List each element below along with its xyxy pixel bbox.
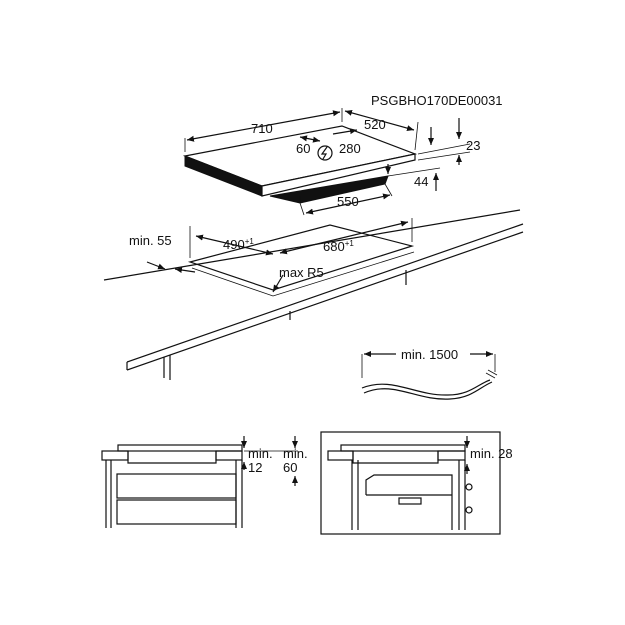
dim-55-arrow-right: [174, 267, 196, 274]
left-hob-body: [127, 451, 217, 464]
right-hob-body: [352, 451, 439, 464]
dim-60-line: [299, 135, 321, 143]
dim-55-label: min. 55: [129, 233, 172, 248]
cable-ends: [485, 369, 498, 379]
left-drawer-1: [116, 473, 237, 499]
right-hob-plate: [340, 444, 466, 452]
dim-550-line: [305, 193, 391, 215]
left-drawer-2: [116, 499, 237, 525]
hob-front-edge-right: [261, 153, 416, 197]
dim-280-label: 280: [339, 141, 361, 156]
worktop-front-edge-bottom: [126, 231, 524, 371]
left-worktop-right: [215, 450, 243, 461]
worktop-drawing: 490+1 680+1 min. 55 max R5: [103, 209, 524, 380]
dim-550-ext-left: [299, 202, 305, 216]
cable-wire-1: [361, 379, 491, 396]
dim-550-label: 550: [337, 194, 359, 209]
worktop-front-edge-top: [126, 223, 524, 363]
left-min-label-a: min.: [248, 446, 273, 461]
dim-490-tol: +1: [245, 237, 255, 246]
left-hob-plate: [117, 444, 243, 452]
dim-23-ext-top: [417, 143, 471, 155]
left-min-label-b: min.: [283, 446, 308, 461]
right-screw-1: [465, 483, 473, 491]
dim-44-label: 44: [414, 174, 428, 189]
dim-680-line: [279, 220, 409, 255]
dim-23-label: 23: [466, 138, 480, 153]
dim-680-tol: +1: [345, 239, 355, 248]
right-frame: [320, 431, 501, 535]
section-right: min. 28: [320, 431, 513, 535]
right-screw-2: [465, 506, 473, 514]
cutout-inner-edge: [191, 251, 415, 297]
cutout-outline: [187, 224, 415, 291]
dim-550-ext-right: [384, 183, 393, 197]
right-min-label: min. 28: [470, 446, 513, 461]
dim-490-line: [195, 234, 274, 256]
dim-520-line: [344, 109, 415, 132]
dim-520-label: 520: [364, 117, 386, 132]
cable-drawing: min. 1500: [361, 347, 498, 400]
dim-44-ext: [387, 167, 441, 177]
dim-490-label: 490+1: [223, 237, 254, 252]
radius-leader: [272, 274, 284, 293]
dim-710-label: 710: [251, 121, 273, 136]
hob-drawing: 710 520 60 280 23 44 550: [182, 108, 480, 216]
dim-490-value: 490: [223, 237, 245, 252]
dim-23-ext-bottom: [417, 151, 471, 161]
dim-680-label: 680+1: [323, 239, 354, 254]
lightning-bolt-icon: [317, 145, 333, 161]
dim-520-ext: [414, 121, 419, 151]
left-worktop-left: [101, 450, 129, 461]
dim-680-value: 680: [323, 239, 345, 254]
dim-60-label: 60: [296, 141, 310, 156]
right-worktop-right: [437, 450, 466, 461]
dim-280-line: [332, 128, 358, 135]
document-code: PSGBHO170DE00031: [371, 93, 503, 108]
radius-label: max R5: [279, 265, 324, 280]
right-oven-body: [365, 474, 453, 530]
right-worktop-left: [327, 450, 354, 461]
right-oven-handle: [398, 497, 422, 505]
cable-wire-2: [363, 381, 493, 400]
dim-710-line: [186, 110, 341, 142]
left-min-value-a: 12: [248, 460, 262, 475]
dim-55-arrow-left: [146, 261, 166, 270]
section-left: min. 12 min. 60: [101, 436, 308, 528]
cable-length-label: min. 1500: [401, 347, 458, 362]
left-min-value-b: 60: [283, 460, 297, 475]
